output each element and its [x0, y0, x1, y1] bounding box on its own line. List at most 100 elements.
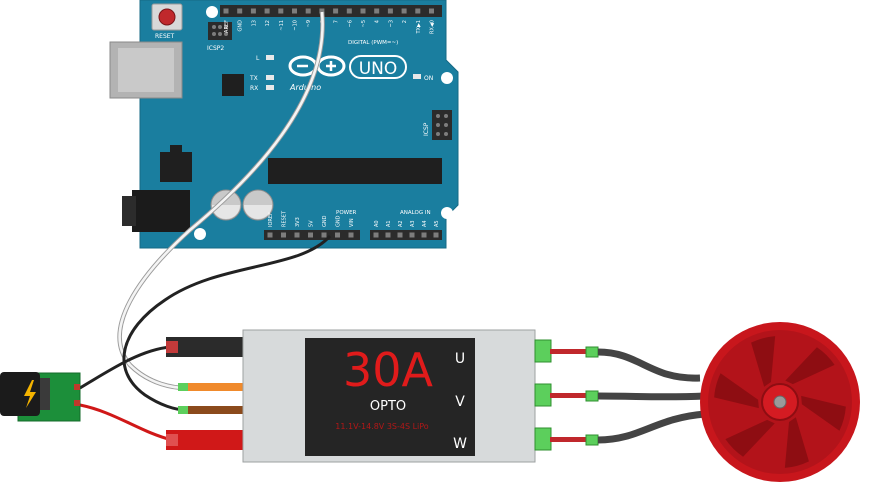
pin-label: 4: [375, 20, 381, 23]
mounting-hole: [441, 207, 453, 219]
pin-label: TX▶1: [416, 20, 422, 35]
header-pin[interactable]: [237, 8, 243, 14]
header-pin[interactable]: [346, 8, 352, 14]
pin-label: ~11: [279, 20, 285, 31]
header-pin[interactable]: [401, 8, 407, 14]
header-pin[interactable]: [319, 8, 325, 14]
brand-label: Arduino: [289, 83, 321, 92]
power-jack[interactable]: [0, 372, 81, 422]
power-label: POWER: [336, 210, 357, 216]
pin-label: GND: [238, 20, 244, 32]
motor-vent: [714, 373, 759, 409]
motor-vent: [801, 395, 846, 431]
pin-label: ~5: [361, 20, 367, 27]
header-pin[interactable]: [429, 8, 434, 14]
icsp2-label: ICSP2: [207, 45, 224, 52]
motor-vent: [785, 347, 835, 385]
header-pin[interactable]: [278, 8, 284, 14]
phase-wire-v: [550, 390, 706, 402]
header-pin[interactable]: [415, 8, 421, 14]
phase-connector-u[interactable]: [534, 339, 552, 363]
header-pin[interactable]: [360, 8, 366, 14]
led-l: [266, 55, 274, 60]
esc-signal-lead: [182, 383, 246, 391]
led-rx: [266, 85, 274, 90]
uno-label: UNO: [359, 59, 398, 79]
on-label: ON: [424, 75, 433, 82]
digital-label: DIGITAL (PWM=~): [348, 40, 398, 46]
pin-label: 3V3: [295, 217, 301, 227]
voltage-regulator: [160, 152, 192, 182]
pin-label: A3: [410, 220, 416, 227]
pin-label: A4: [422, 220, 428, 227]
header-pin[interactable]: [333, 8, 339, 14]
header-pin[interactable]: [387, 8, 393, 14]
ground-wire: [122, 235, 332, 412]
esc-module[interactable]: 30A OPTO 11.1V-14.8V 3S-4S LiPo U V W: [166, 329, 552, 463]
header-pin[interactable]: [397, 232, 403, 238]
phase-connector-v[interactable]: [534, 383, 552, 407]
led-on: [413, 74, 421, 79]
pin-label: 13: [251, 20, 257, 26]
header-pin[interactable]: [250, 8, 256, 14]
mounting-hole: [194, 228, 206, 240]
header-pin[interactable]: [421, 232, 427, 238]
header-pin[interactable]: [267, 232, 273, 238]
mounting-hole: [441, 72, 453, 84]
uno-badge: [349, 55, 407, 79]
arduino-pcb: [139, 0, 459, 249]
dc-barrel-jack: [132, 190, 190, 232]
header-pin[interactable]: [281, 232, 286, 238]
pin-label: A2: [398, 220, 404, 227]
header-pin[interactable]: [373, 232, 379, 238]
esc-black-lead: [166, 337, 246, 357]
motor-vent: [725, 419, 775, 457]
pin-label: 12: [265, 20, 271, 26]
power-jack-body: [0, 372, 40, 416]
header-pin[interactable]: [321, 232, 327, 238]
analog-label: ANALOG IN: [400, 210, 431, 216]
phase-label-v: V: [455, 394, 465, 410]
esc-red-lead: [166, 430, 246, 450]
reset-button[interactable]: [158, 8, 176, 26]
phase-wire-w: [550, 410, 706, 446]
pin-label: VIN: [349, 218, 355, 227]
pin-label: ~3: [388, 20, 394, 27]
pin-label: RX◀0: [430, 20, 436, 34]
motor-shaft: [773, 395, 787, 409]
motor-vent: [751, 336, 776, 387]
battery-positive-wire: [79, 403, 173, 442]
l-label: L: [256, 55, 260, 62]
reset-label: RESET: [155, 33, 175, 40]
usb-chip: [222, 74, 244, 96]
signal-wire-core: [118, 11, 324, 390]
header-pin[interactable]: [305, 8, 311, 14]
phase-label-w: W: [453, 436, 467, 452]
pin-label: GND: [322, 215, 328, 227]
phase-connector-w[interactable]: [534, 427, 552, 451]
atmega-chip: [268, 158, 442, 184]
header-pin[interactable]: [223, 8, 229, 14]
pin-label: RESET: [282, 210, 288, 227]
led-tx: [266, 75, 274, 80]
header-pin[interactable]: [409, 232, 415, 238]
header-pin[interactable]: [264, 8, 270, 14]
header-pin[interactable]: [294, 232, 300, 238]
lightning-bolt-icon: [24, 380, 36, 408]
header-pin[interactable]: [348, 232, 354, 238]
header-pin[interactable]: [292, 8, 297, 14]
header-pin[interactable]: [374, 8, 380, 14]
esc-type: OPTO: [370, 399, 406, 414]
header-pin[interactable]: [433, 232, 439, 238]
header-pin[interactable]: [308, 232, 313, 238]
brushless-motor[interactable]: [700, 322, 860, 482]
header-pin[interactable]: [335, 232, 340, 238]
digital-header: [220, 5, 442, 17]
pin-label: 2: [402, 20, 408, 23]
header-pin[interactable]: [385, 232, 391, 238]
rx-label: RX: [250, 85, 258, 92]
